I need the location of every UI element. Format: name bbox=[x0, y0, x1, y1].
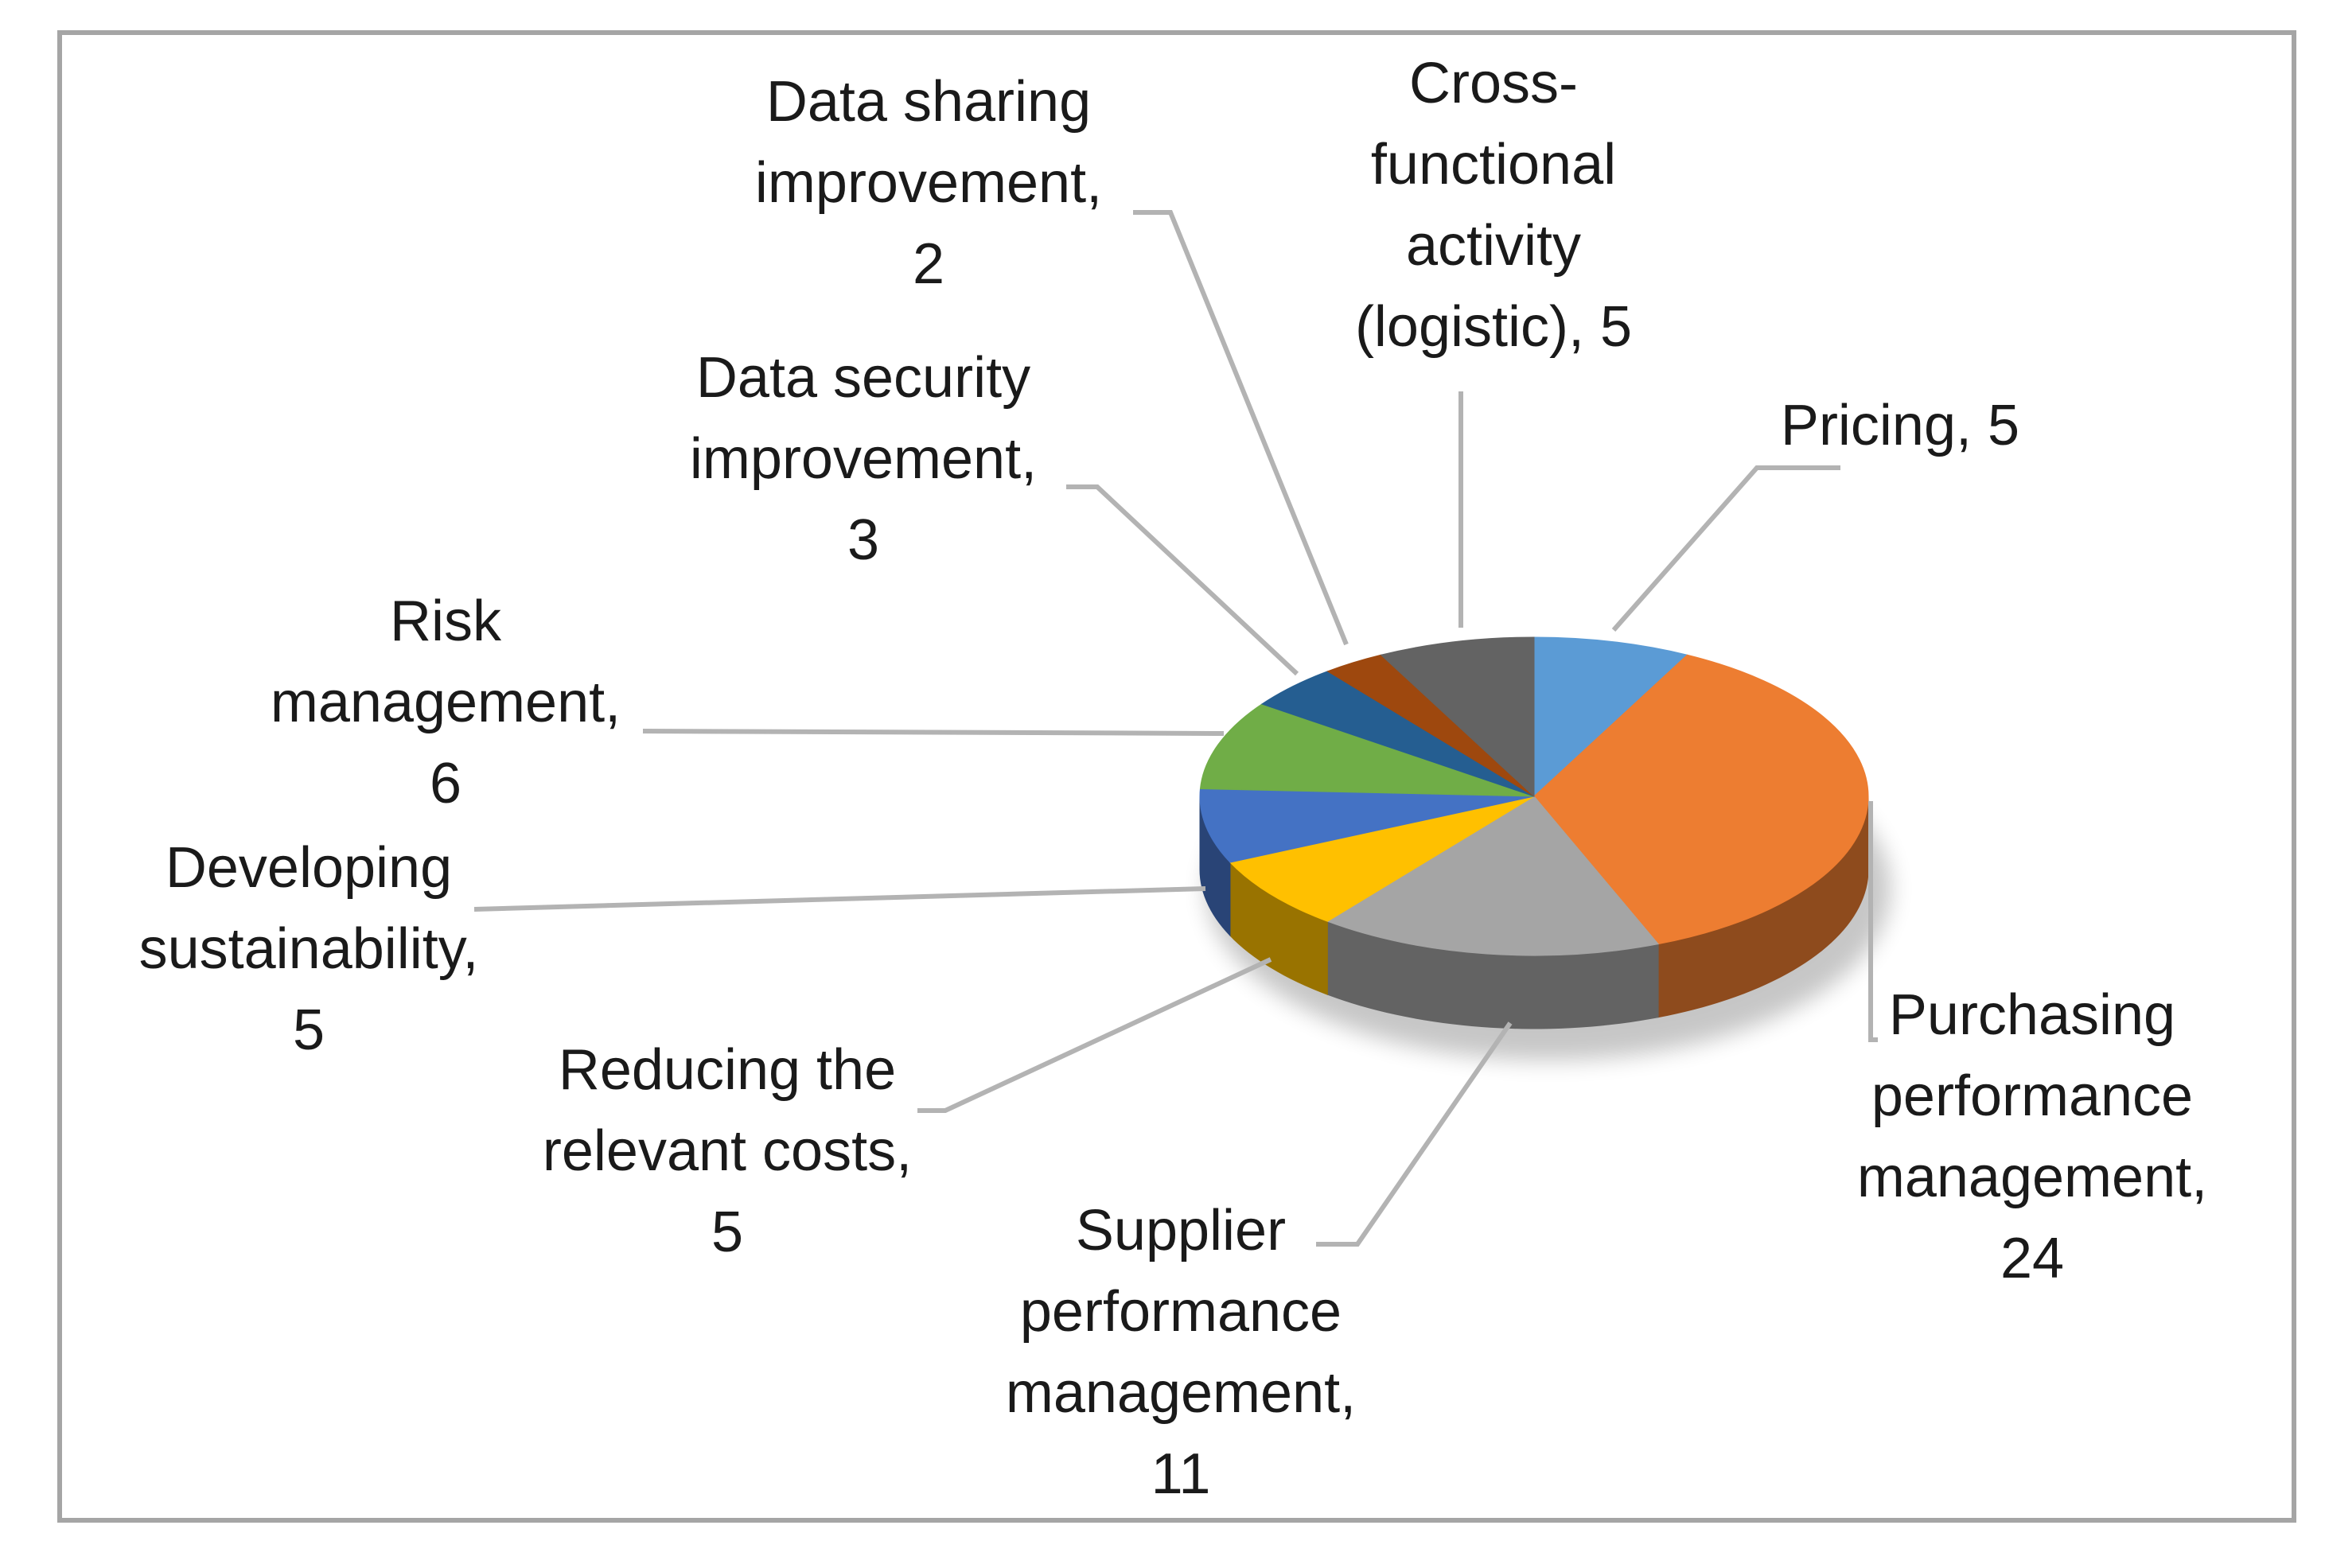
data-label-2: Supplier performance management, 11 bbox=[1006, 1199, 1356, 1506]
leader-line-0 bbox=[1611, 465, 1840, 632]
data-label-line: improvement, bbox=[755, 151, 1102, 215]
data-label-line: Supplier bbox=[1076, 1199, 1286, 1263]
data-label-4: Developing sustainability, 5 bbox=[139, 836, 479, 1062]
data-label-line: Purchasing bbox=[1889, 983, 2175, 1047]
data-label-line: Data security bbox=[696, 346, 1030, 410]
data-label-line: management, bbox=[271, 671, 621, 734]
pie-slice-5 bbox=[1199, 703, 1535, 797]
data-label-line: 3 bbox=[847, 508, 879, 572]
data-label-line: improvement, bbox=[690, 427, 1037, 491]
data-label-line: 6 bbox=[430, 752, 461, 815]
data-label-line: Risk bbox=[390, 589, 502, 653]
data-label-line: sustainability, bbox=[139, 917, 479, 981]
data-label-line: 11 bbox=[1151, 1442, 1211, 1506]
data-label-line: functional bbox=[1371, 133, 1616, 196]
pie-chart: Pricing, 5 Purchasing performance managemen… bbox=[139, 52, 2208, 1506]
data-label-line: Cross- bbox=[1409, 52, 1578, 115]
data-label-8: Cross-functional activity (logistic), 5 bbox=[1355, 52, 1632, 359]
leader-line-6 bbox=[1066, 484, 1299, 676]
data-label-7: Data sharing improvement, 2 bbox=[755, 70, 1102, 296]
data-label-line: performance bbox=[1020, 1280, 1342, 1344]
data-label-line: Data sharing bbox=[766, 70, 1091, 134]
data-label-line: activity bbox=[1406, 214, 1581, 278]
pie-slice-2 bbox=[1326, 796, 1660, 956]
data-label-1: Purchasing performance management, 24 bbox=[1857, 983, 2207, 1290]
data-label-line: Developing bbox=[166, 836, 452, 900]
data-label-line: 24 bbox=[2000, 1227, 2064, 1290]
data-label-3: Reducing the relevant costs, 5 bbox=[543, 1038, 912, 1264]
pie-slice-1 bbox=[1533, 654, 1869, 945]
data-label-6: Data security improvement, 3 bbox=[690, 346, 1037, 572]
data-label-line: Reducing the bbox=[559, 1038, 896, 1102]
pie-slice-3 bbox=[1229, 796, 1535, 922]
leader-line-2 bbox=[1316, 1021, 1513, 1247]
data-label-line: Pricing, 5 bbox=[1781, 394, 2019, 457]
data-label-line: relevant costs, bbox=[543, 1119, 912, 1183]
leader-line-7 bbox=[1133, 210, 1349, 646]
data-label-0: Pricing, 5 bbox=[1781, 394, 2019, 457]
pie-slice-8 bbox=[1380, 636, 1535, 798]
data-label-line: management, bbox=[1857, 1146, 2207, 1209]
data-label-line: 2 bbox=[913, 232, 944, 296]
data-label-line: (logistic), 5 bbox=[1355, 295, 1632, 359]
data-label-5: Risk management, 6 bbox=[271, 589, 621, 815]
leader-line-4 bbox=[473, 886, 1206, 912]
data-label-line: 5 bbox=[293, 998, 325, 1062]
chart-frame: Pricing, 5 Purchasing performance managemen… bbox=[57, 30, 2296, 1523]
data-label-line: management, bbox=[1006, 1361, 1356, 1425]
pie-slice-0 bbox=[1533, 636, 1688, 798]
leader-line-3 bbox=[917, 957, 1272, 1113]
leader-line-5 bbox=[642, 729, 1225, 736]
leader-line-1 bbox=[1868, 801, 1878, 1042]
data-label-line: performance bbox=[1871, 1064, 2193, 1128]
pie-slice-4 bbox=[1199, 788, 1535, 863]
data-label-line: 5 bbox=[711, 1200, 743, 1264]
